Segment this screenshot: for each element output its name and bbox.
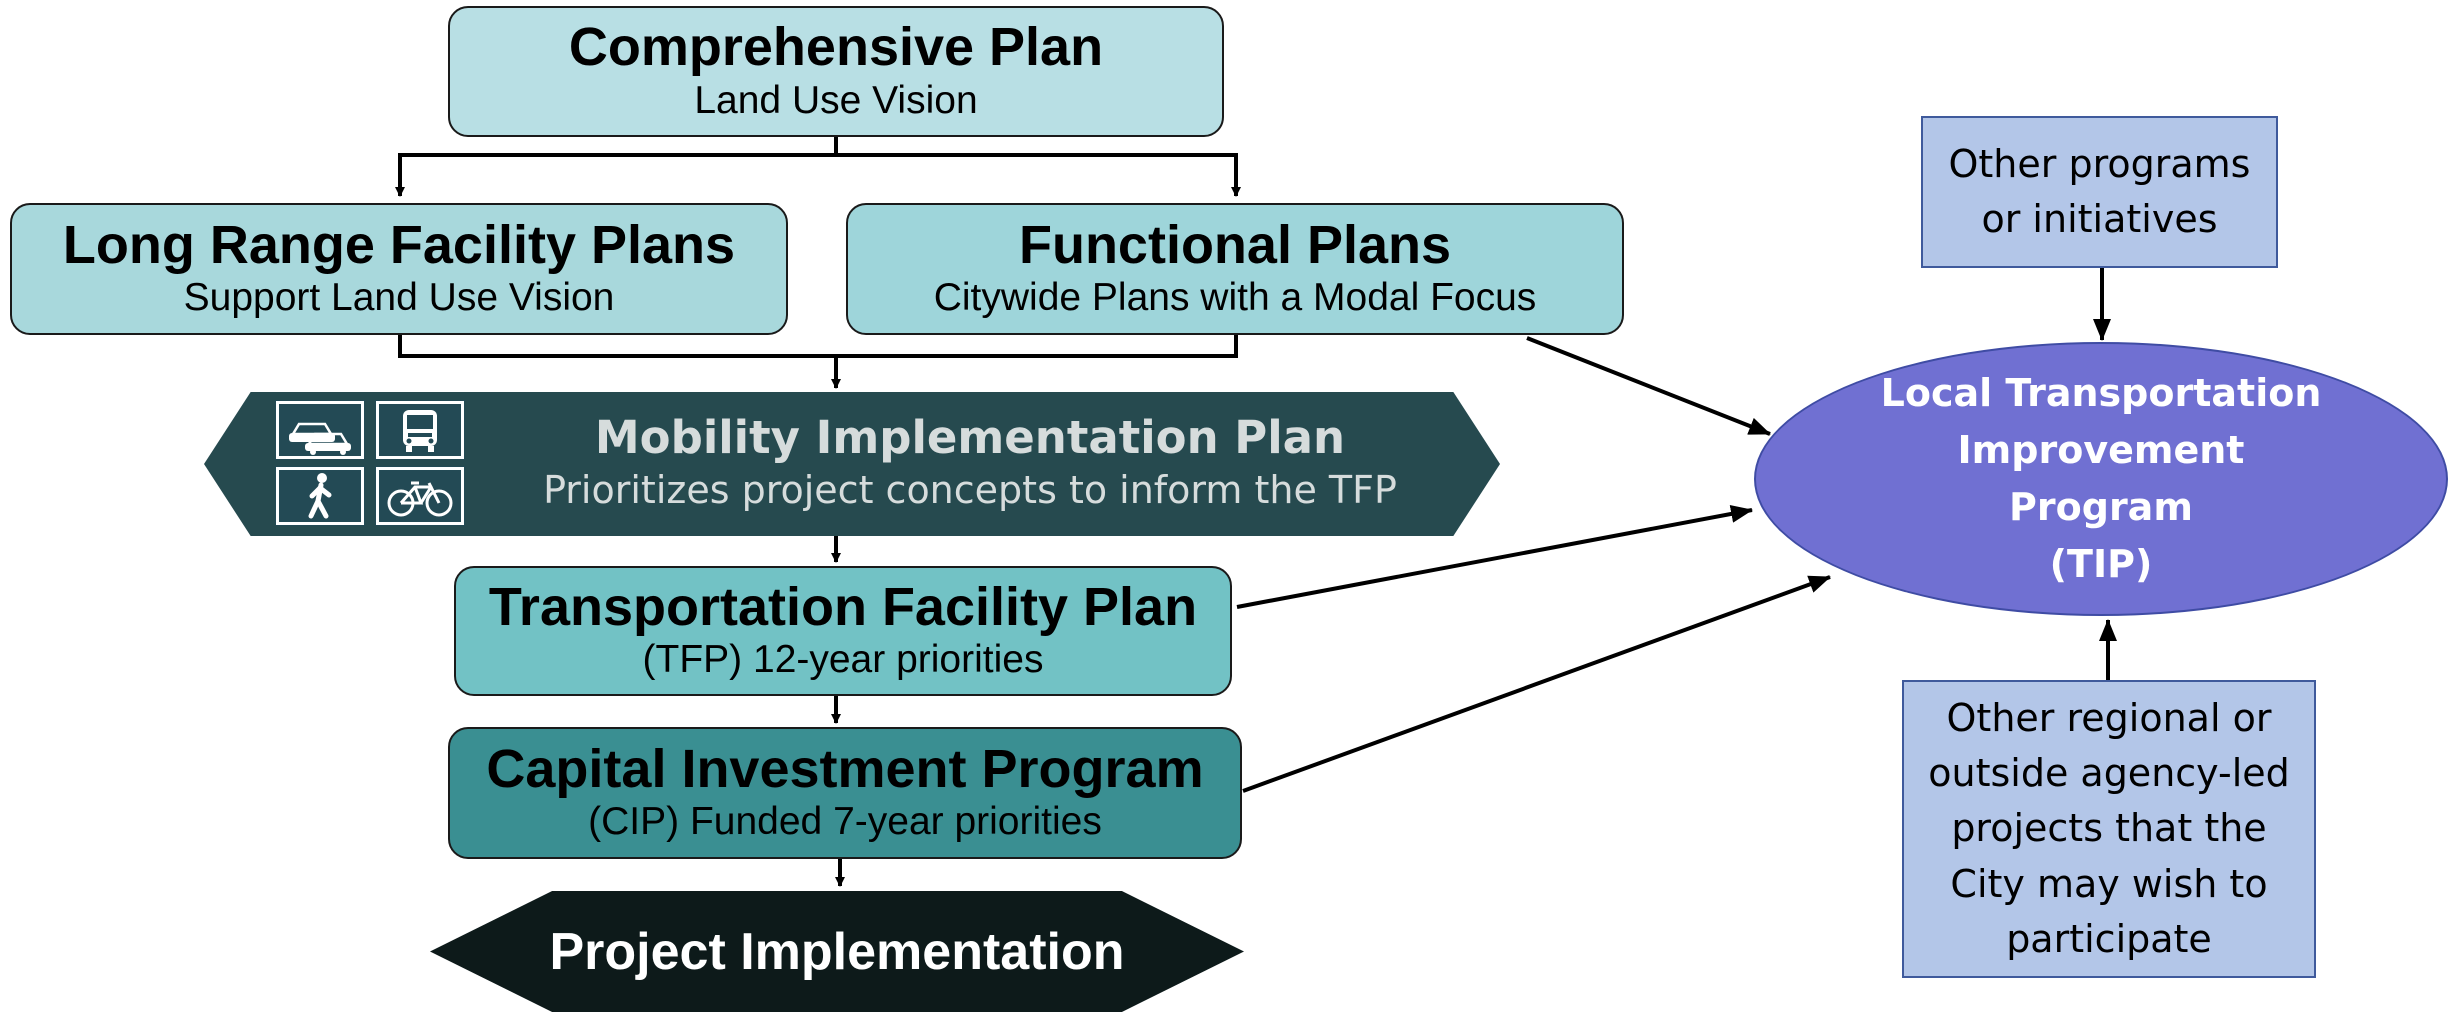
mobility-implementation-plan-title: Mobility Implementation Plan: [594, 411, 1346, 465]
functional-plans-subtitle: Citywide Plans with a Modal Focus: [933, 276, 1537, 320]
cars-icon: [275, 400, 365, 460]
long-range-facility-plans-title: Long Range Facility Plans: [62, 214, 736, 275]
comprehensive-plan-subtitle: Land Use Vision: [694, 78, 978, 122]
long-range-facility-plans-box: Long Range Facility Plans Support Land U…: [10, 203, 788, 335]
pedestrian-icon: [275, 466, 365, 526]
other-regional-line-2: outside agency-led: [1928, 751, 2290, 796]
tip-line-1: Local Transportation: [1880, 371, 2322, 415]
capital-investment-program-title: Capital Investment Program: [486, 738, 1204, 799]
connector-plans-merge: [398, 335, 1238, 358]
mobility-implementation-plan-subtitle: Prioritizes project concepts to inform t…: [543, 468, 1397, 513]
tip-line-2: Improvement: [1957, 428, 2245, 472]
capital-investment-program-subtitle: (CIP) Funded 7-year priorities: [588, 800, 1102, 844]
mobility-implementation-plan-text: Mobility Implementation Plan Prioritizes…: [470, 392, 1470, 536]
functional-plans-box: Functional Plans Citywide Plans with a M…: [846, 203, 1624, 335]
other-programs-line-2: or initiatives: [1981, 197, 2218, 241]
transportation-facility-plan-box: Transportation Facility Plan (TFP) 12-ye…: [454, 566, 1232, 696]
arrow-tfp-to-tip: [1236, 505, 1753, 609]
comprehensive-plan-box: Comprehensive Plan Land Use Vision: [448, 6, 1224, 137]
arrow-cip-to-tip: [1242, 575, 1831, 793]
long-range-facility-plans-subtitle: Support Land Use Vision: [183, 276, 615, 320]
transportation-facility-plan-subtitle: (TFP) 12-year priorities: [642, 638, 1044, 682]
project-implementation-hexagon: Project Implementation: [430, 891, 1244, 1012]
mode-icons-group: [275, 400, 466, 526]
tip-line-3: Program: [2009, 485, 2193, 529]
other-regional-line-4: City may wish to: [1950, 861, 2268, 906]
capital-investment-program-box: Capital Investment Program (CIP) Funded …: [448, 727, 1242, 859]
arrow-functional-to-tip: [1526, 336, 1771, 436]
local-tip-text: Local Transportation Improvement Program…: [1814, 342, 2388, 616]
other-regional-projects-box: Other regional or outside agency-led pro…: [1902, 680, 2316, 978]
other-regional-line-5: participate: [2006, 916, 2212, 961]
transportation-facility-plan-title: Transportation Facility Plan: [488, 576, 1198, 637]
other-regional-line-3: projects that the: [1951, 806, 2267, 851]
other-programs-box: Other programs or initiatives: [1921, 116, 2278, 268]
bicycle-icon: [375, 466, 465, 526]
bus-icon: [375, 400, 465, 460]
connector-comp-to-split: [395, 137, 838, 197]
connector-comp-to-functional: [836, 153, 1241, 197]
tip-line-4: (TIP): [2049, 542, 2153, 586]
other-programs-line-1: Other programs: [1948, 141, 2251, 186]
other-regional-line-1: Other regional or: [1946, 696, 2272, 741]
project-implementation-title: Project Implementation: [549, 922, 1125, 981]
functional-plans-title: Functional Plans: [1018, 214, 1452, 275]
local-tip-ellipse: [1754, 342, 2448, 616]
comprehensive-plan-title: Comprehensive Plan: [568, 17, 1104, 78]
